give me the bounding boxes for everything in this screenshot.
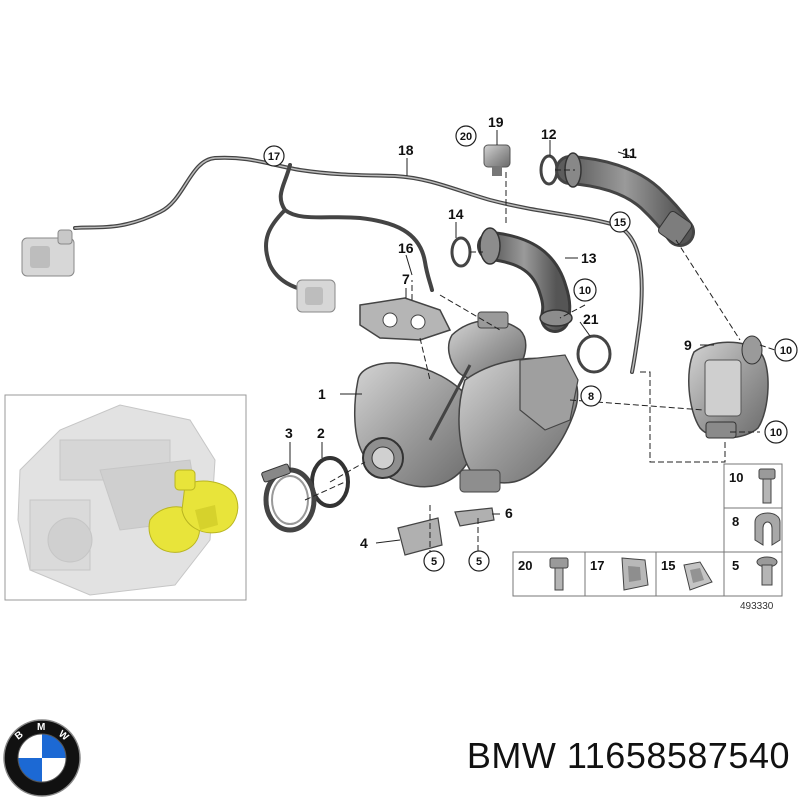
legend-cell-20: [512, 551, 586, 597]
o-ring-14: [450, 236, 472, 268]
circled-callout-20: 20: [455, 125, 477, 147]
callout-11: 11: [622, 145, 637, 161]
legend-label-10: 10: [729, 470, 743, 485]
turbocharger-1: [353, 311, 579, 493]
charge-air-hose-13: [477, 227, 573, 333]
callout-16: 16: [398, 240, 414, 256]
circled-callout-5-a: 5: [423, 550, 445, 572]
clip-icon: [683, 561, 713, 591]
svg-text:5: 5: [476, 556, 482, 568]
callout-12: 12: [541, 126, 557, 142]
gasket-7: [359, 297, 452, 341]
svg-text:5: 5: [431, 556, 437, 568]
legend-label-8: 8: [732, 514, 739, 529]
svg-text:10: 10: [780, 345, 792, 357]
bolt-icon: [549, 557, 569, 591]
callout-21: 21: [583, 311, 599, 327]
svg-text:20: 20: [460, 131, 472, 143]
circled-callout-10-c: 10: [764, 420, 788, 444]
svg-text:10: 10: [579, 285, 591, 297]
circled-callout-8: 8: [580, 385, 602, 407]
svg-text:8: 8: [588, 391, 594, 403]
circled-callout-10-b: 10: [774, 338, 798, 362]
o-ring-12: [539, 154, 559, 186]
engine-block: [17, 404, 216, 596]
legend-label-5: 5: [732, 558, 739, 573]
bracket-4: [397, 517, 443, 556]
callout-14: 14: [448, 206, 464, 222]
callout-1: 1: [318, 386, 326, 402]
callout-7: 7: [402, 271, 410, 287]
part-number: 11658587540: [566, 735, 790, 776]
legend-label-17: 17: [590, 558, 604, 573]
svg-text:15: 15: [614, 217, 626, 229]
flange-bolt-icon: [756, 556, 778, 586]
svg-text:17: 17: [268, 151, 280, 163]
brand-name: BMW: [466, 735, 557, 776]
callout-18: 18: [398, 142, 414, 158]
clip-icon: [621, 557, 649, 591]
sensor-connector-left: [21, 229, 75, 277]
circled-callout-17: 17: [263, 145, 285, 167]
callout-13: 13: [581, 250, 597, 266]
callout-4: 4: [360, 535, 368, 551]
bracket-6: [454, 507, 495, 527]
engine-location-inset: [4, 394, 247, 601]
callout-3: 3: [285, 425, 293, 441]
charge-air-pipe-11: [555, 152, 695, 247]
legend-icons: [549, 468, 781, 591]
clamp-icon: [754, 512, 781, 546]
legend-cell-17: [584, 551, 657, 597]
bmw-logo: B M W: [2, 718, 82, 798]
sensor-connector-right: [296, 279, 336, 313]
part-caption: BMW 11658587540: [410, 735, 790, 777]
circled-callout-5-b: 5: [468, 550, 490, 572]
v-band-clamp-3: [261, 463, 317, 533]
circled-callout-10-a: 10: [573, 278, 597, 302]
callout-2: 2: [317, 425, 325, 441]
o-ring-21: [576, 334, 612, 374]
svg-text:M: M: [37, 722, 45, 733]
legend-label-20: 20: [518, 558, 532, 573]
circled-callout-15: 15: [609, 211, 631, 233]
turbo-highlight: [148, 469, 239, 553]
callout-6: 6: [505, 505, 513, 521]
drawing-number: 493330: [740, 601, 774, 612]
callout-19: 19: [488, 114, 504, 130]
boost-valve-9: [688, 335, 769, 439]
callout-9: 9: [684, 337, 692, 353]
assembly-lines: [304, 169, 776, 555]
leader-lines: [289, 130, 714, 544]
pressure-sensor-19: [483, 144, 511, 176]
legend-label-15: 15: [661, 558, 675, 573]
vacuum-line-18: [73, 155, 644, 374]
svg-text:10: 10: [770, 427, 782, 439]
bolt-icon: [758, 468, 776, 504]
vacuum-line-16: [264, 163, 434, 292]
